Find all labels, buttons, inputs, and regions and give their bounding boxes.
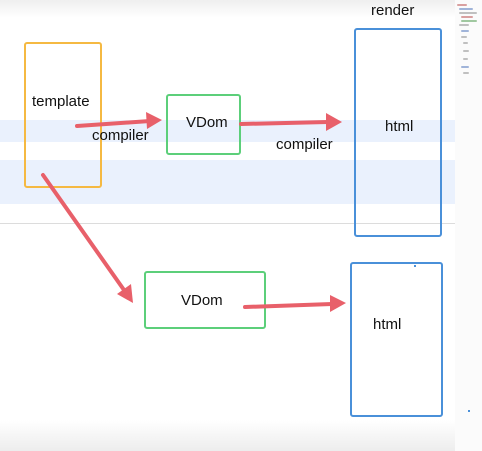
vdom-label-bottom: VDom bbox=[181, 292, 223, 309]
template-label: template bbox=[32, 93, 90, 110]
arrowhead-vdom-to-html bbox=[326, 113, 342, 131]
render-label: render bbox=[371, 2, 415, 19]
html-label-top: html bbox=[385, 118, 414, 135]
arrow-template-to-vdom-bottom bbox=[41, 173, 126, 292]
arrowhead-template-to-vdom bbox=[146, 112, 162, 129]
compiler-label-1: compiler bbox=[92, 127, 149, 144]
html-box-bottom bbox=[350, 262, 443, 417]
arrow-vdom-bottom-to-html bbox=[243, 302, 334, 309]
separator-line bbox=[0, 223, 455, 224]
compiler-label-2: compiler bbox=[276, 136, 333, 153]
highlight-band-2 bbox=[0, 160, 455, 204]
arrowhead-vdom-bottom-to-html bbox=[330, 295, 346, 312]
html-box-top bbox=[354, 28, 442, 237]
top-fade bbox=[0, 0, 455, 18]
arrow-vdom-to-html bbox=[239, 120, 330, 126]
html-label-bottom: html bbox=[373, 316, 402, 333]
vdom-label-top: VDom bbox=[186, 114, 228, 131]
vdom-box-bottom bbox=[144, 271, 266, 329]
code-minimap[interactable] bbox=[455, 0, 482, 451]
arrowhead-template-to-vdom-bottom bbox=[117, 284, 133, 303]
template-box bbox=[24, 42, 102, 188]
highlight-band-1 bbox=[0, 120, 455, 142]
bottom-fade bbox=[0, 420, 482, 451]
arrow-template-to-vdom bbox=[75, 119, 152, 128]
